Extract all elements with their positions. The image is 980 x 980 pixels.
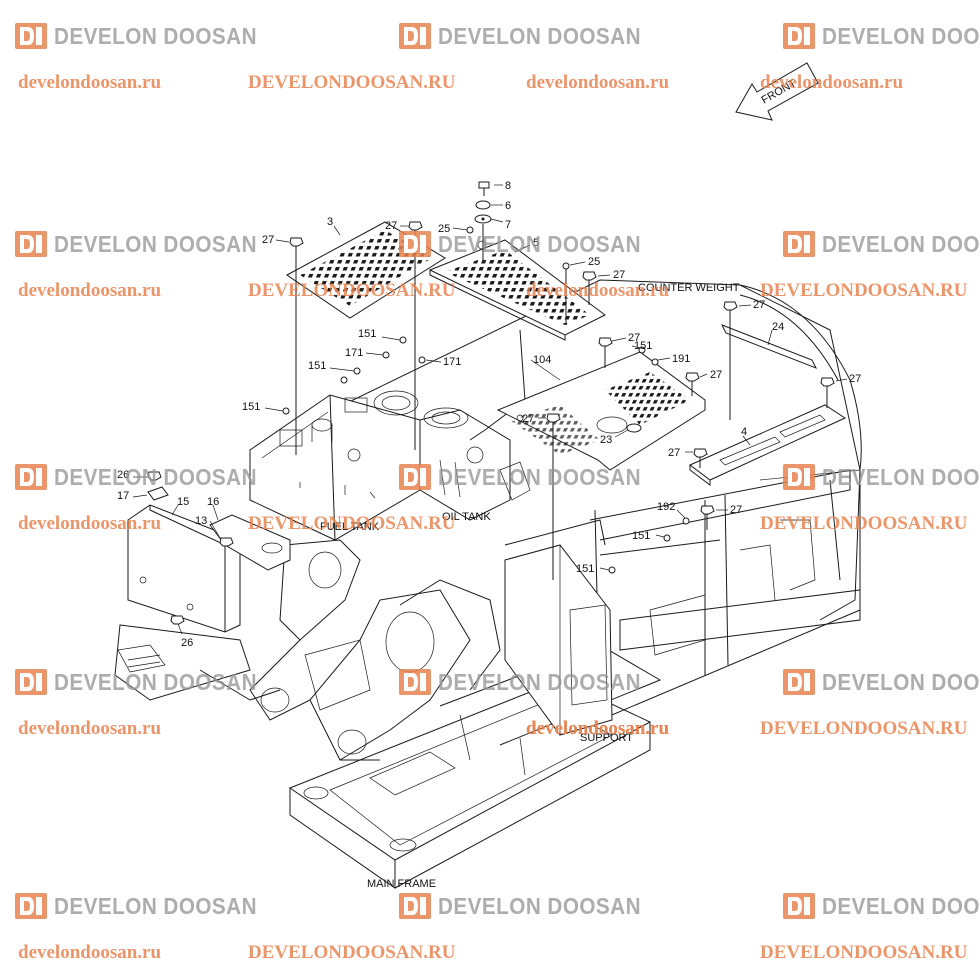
part-label-27: 27 (710, 369, 722, 381)
part-label-7: 7 (505, 219, 511, 231)
cover-plate-3-drawing (286, 221, 446, 319)
part-label-151: 151 (308, 360, 326, 372)
caption-main-frame: MAIN FRAME (367, 878, 436, 890)
part-label-26: 26 (117, 469, 129, 481)
part-label-27: 27 (668, 447, 680, 459)
bolt-27-c (582, 271, 597, 305)
bolt-25-a (466, 226, 474, 234)
bolt-151-d (282, 407, 290, 415)
part-label-4: 4 (741, 426, 747, 438)
bar-24-drawing (720, 324, 818, 369)
bolt-171-a (382, 351, 390, 359)
bolt-27-f (685, 372, 700, 396)
bolt-27-i (693, 448, 708, 468)
part-label-13: 13 (195, 515, 207, 527)
part-label-24: 24 (772, 321, 784, 333)
washer-6 (475, 200, 491, 210)
bolt-25-b (562, 262, 570, 270)
bolt-27-e (598, 337, 613, 368)
bolt-27-d (723, 301, 738, 420)
part-label-171: 171 (345, 347, 363, 359)
bolt-26-bottom (170, 615, 185, 625)
caption-support: SUPPORT (580, 732, 633, 744)
part-label-27: 27 (522, 413, 534, 425)
part-label-27: 27 (849, 373, 861, 385)
bolt-171-b (418, 356, 426, 364)
part-label-191: 191 (672, 353, 690, 365)
caption-counter-weight: COUNTER WEIGHT (638, 282, 740, 294)
caption-oil-tank: OIL TANK (442, 511, 491, 523)
part-label-8: 8 (505, 180, 511, 192)
part-label-3: 3 (327, 216, 333, 228)
bolt-27-a (289, 237, 304, 455)
part-label-15: 15 (177, 496, 189, 508)
bolt-26-top (147, 471, 162, 481)
part-label-5: 5 (533, 237, 539, 249)
part-label-27: 27 (753, 299, 765, 311)
front-direction-arrow: FRONT (735, 62, 819, 121)
part-label-16: 16 (207, 496, 219, 508)
bolt-27-g (820, 377, 835, 408)
part-label-104: 104 (533, 354, 551, 366)
bolt-27-j (700, 505, 715, 530)
part-label-151: 151 (634, 340, 652, 352)
part-label-17: 17 (117, 490, 129, 502)
bolt-151-g (608, 566, 616, 574)
side-cover-15-drawing (127, 486, 291, 633)
bolt-151-f (663, 534, 671, 542)
bolt-8 (478, 181, 490, 196)
bolt-27-b (408, 221, 423, 450)
part-label-151: 151 (242, 401, 260, 413)
part-label-25: 25 (438, 223, 450, 235)
caption-fuel-tank: FUEL TANK (320, 521, 380, 533)
bolt-192 (682, 517, 690, 525)
bolt-27-h (546, 413, 561, 580)
part-label-27: 27 (628, 332, 640, 344)
part-label-23: 23 (600, 434, 612, 446)
part-label-25: 25 (588, 256, 600, 268)
bolt-191 (651, 358, 659, 366)
cover-plate-4-drawing (689, 404, 847, 486)
part-label-27: 27 (613, 269, 625, 281)
bolt-151-b (353, 367, 361, 375)
cover-plate-5-drawing (428, 239, 606, 341)
part-label-27: 27 (730, 504, 742, 516)
part-label-151: 151 (576, 563, 594, 575)
part-label-192: 192 (657, 501, 675, 513)
part-label-26: 26 (181, 637, 193, 649)
part-label-27: 27 (262, 234, 274, 246)
part-label-27: 27 (385, 220, 397, 232)
leader-lines (132, 184, 848, 635)
bolt-13 (219, 537, 234, 547)
part-label-171: 171 (443, 356, 461, 368)
part-label-151: 151 (358, 328, 376, 340)
part-label-151: 151 (632, 530, 650, 542)
fasteners (147, 181, 835, 625)
bolt-151-a (399, 336, 407, 344)
part-number-labels: 8 6 7 3 27 27 25 5 25 27 COUNTER WEIGHT … (117, 180, 861, 890)
bolt-151-c (340, 376, 348, 384)
upper-frame-body-drawing (114, 279, 862, 761)
part-label-6: 6 (505, 200, 511, 212)
